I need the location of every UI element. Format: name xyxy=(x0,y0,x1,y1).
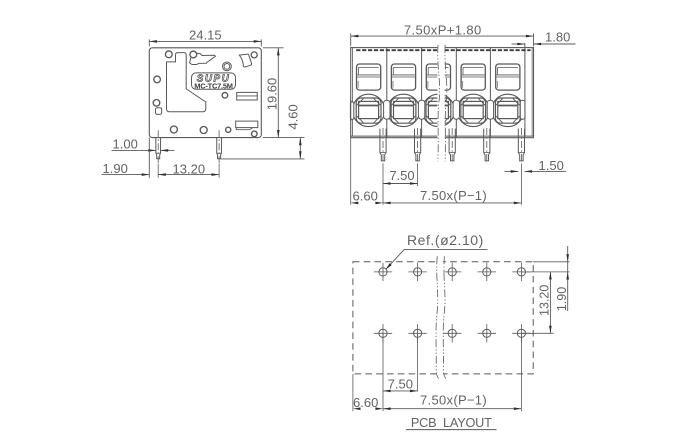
svg-text:SUPU: SUPU xyxy=(197,74,231,85)
svg-text:13.20: 13.20 xyxy=(173,161,206,176)
svg-text:1.90: 1.90 xyxy=(555,287,569,311)
svg-text:7.50: 7.50 xyxy=(388,377,413,392)
svg-text:1.90: 1.90 xyxy=(103,161,128,176)
svg-text:13.20: 13.20 xyxy=(538,285,552,316)
svg-text:7.50x(P−1): 7.50x(P−1) xyxy=(420,393,487,408)
svg-text:1.00: 1.00 xyxy=(113,137,138,152)
svg-text:6.60: 6.60 xyxy=(353,395,378,410)
svg-text:Ref.(ø2.10): Ref.(ø2.10) xyxy=(407,232,484,248)
svg-text:19.60: 19.60 xyxy=(264,78,279,111)
svg-text:7.50xP+1.80: 7.50xP+1.80 xyxy=(404,22,482,37)
svg-text:1.80: 1.80 xyxy=(545,29,570,44)
svg-text:PCB LAYOUT: PCB LAYOUT xyxy=(411,416,492,430)
svg-text:24.15: 24.15 xyxy=(189,28,222,43)
svg-text:6.60: 6.60 xyxy=(353,189,378,204)
svg-text:1.50: 1.50 xyxy=(539,158,564,173)
svg-text:MC-TC7.5M: MC-TC7.5M xyxy=(194,81,232,90)
svg-text:7.50x(P−1): 7.50x(P−1) xyxy=(420,188,487,203)
svg-text:7.50: 7.50 xyxy=(389,168,414,183)
svg-text:4.60: 4.60 xyxy=(286,104,301,129)
